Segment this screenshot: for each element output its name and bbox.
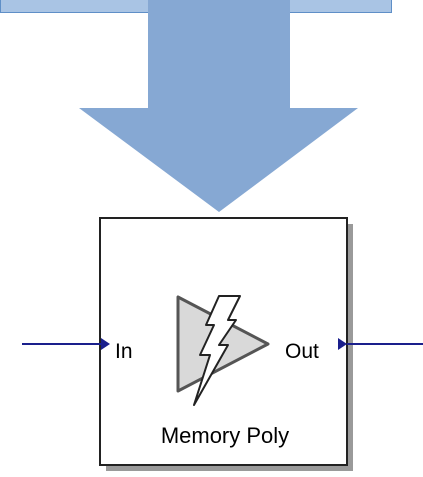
down-arrow-icon <box>79 0 358 212</box>
amplifier-with-lightning-icon <box>176 295 270 406</box>
output-port-arrow <box>338 338 347 350</box>
input-port-arrow <box>101 338 110 350</box>
block-name-label: Memory Poly <box>160 423 290 448</box>
input-port-label: In <box>115 340 133 363</box>
output-port-label: Out <box>285 340 319 363</box>
